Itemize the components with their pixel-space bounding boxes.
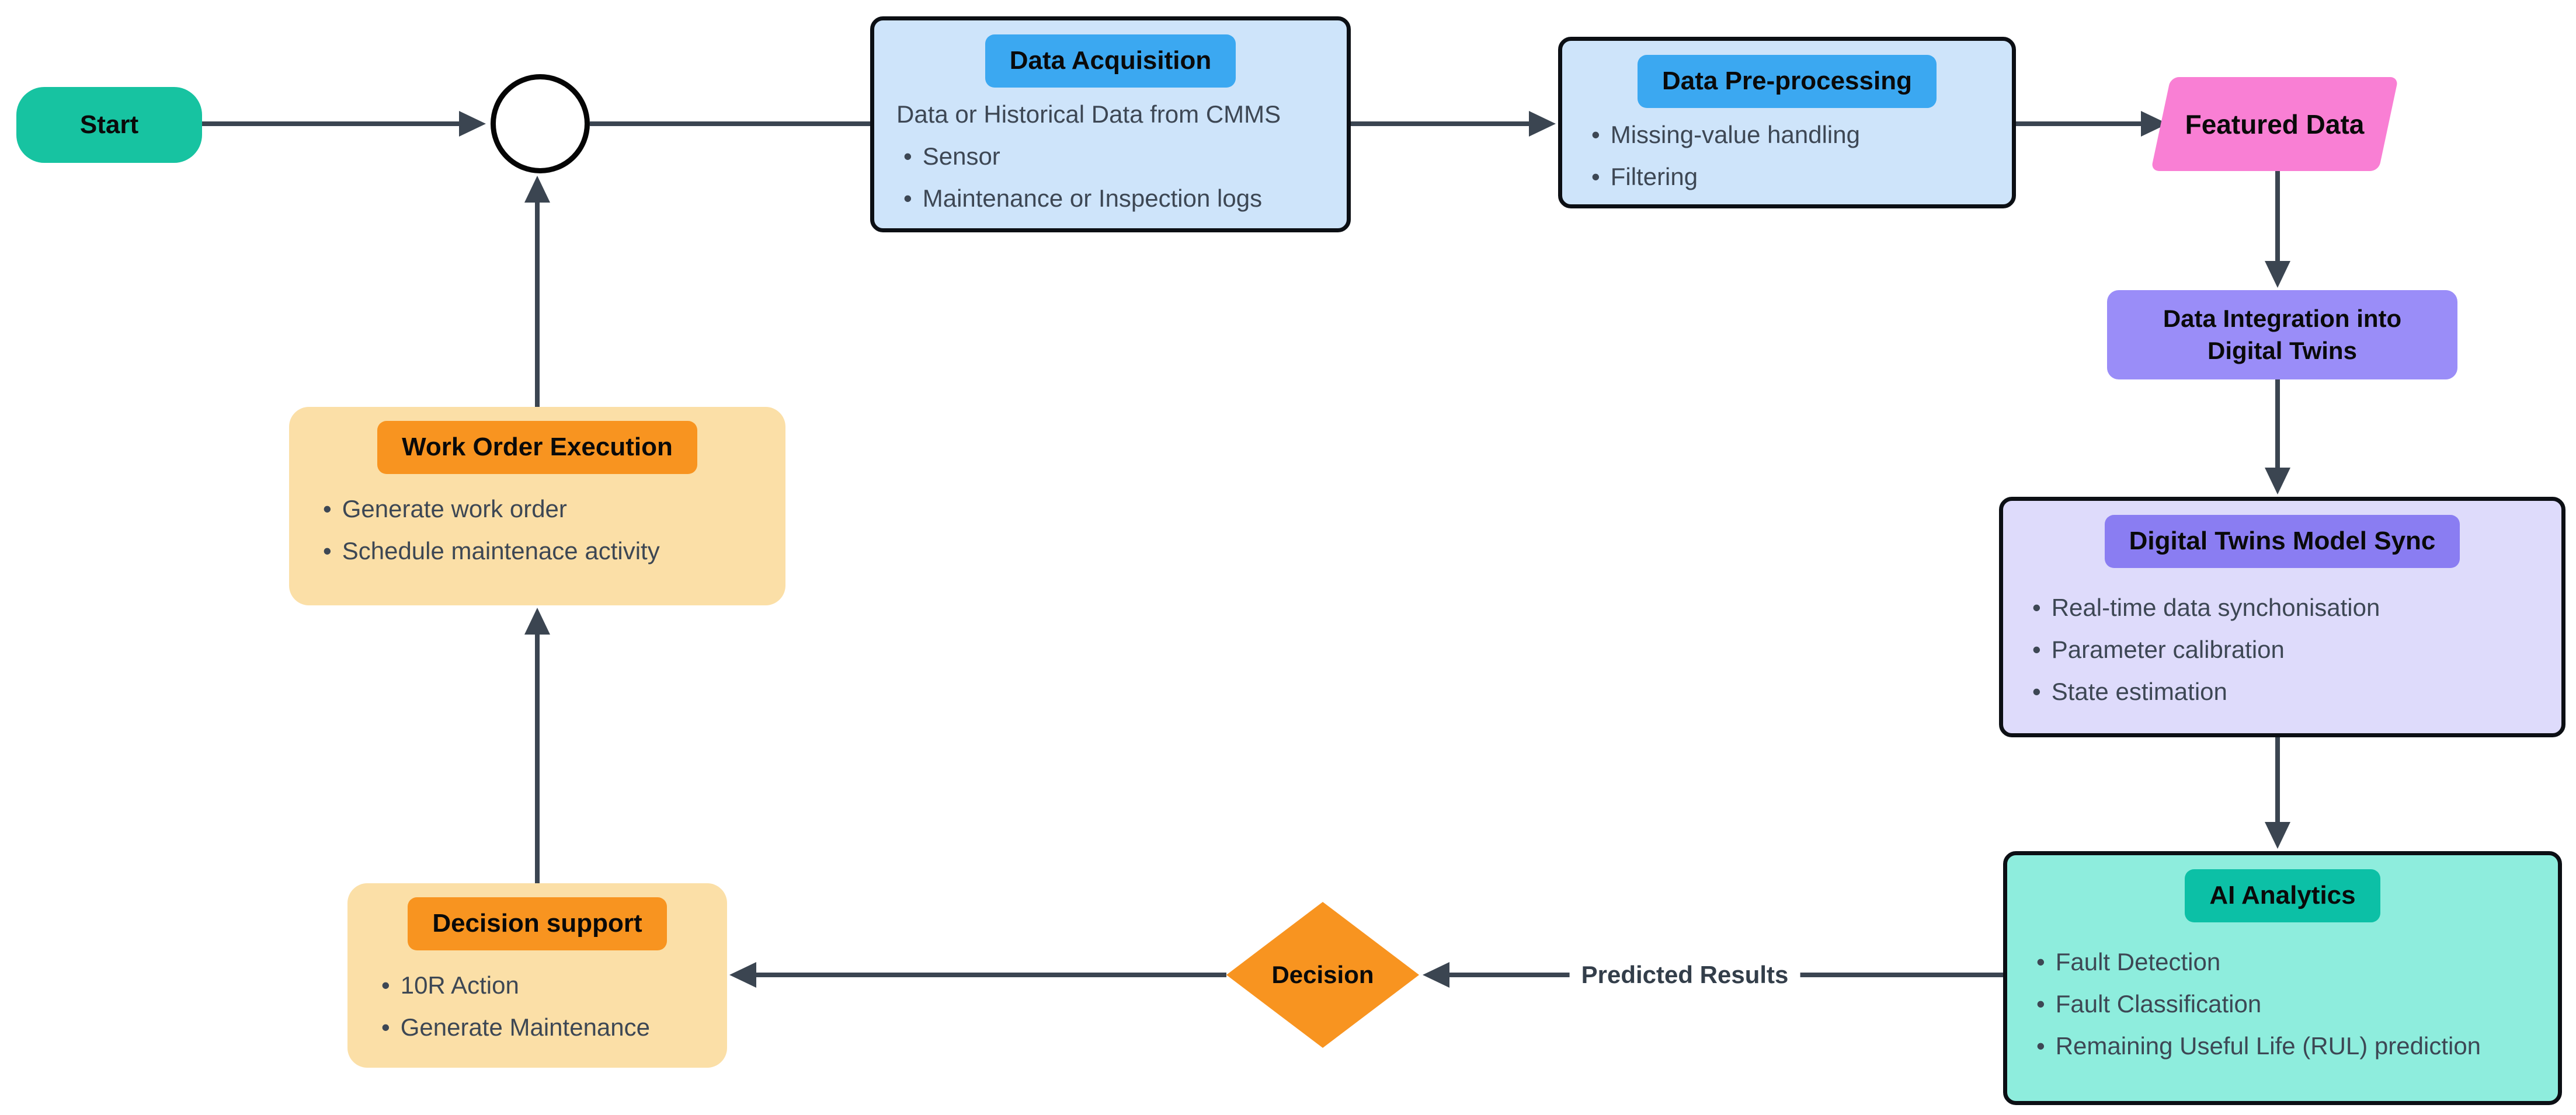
bullet-item: Fault Detection [2029, 941, 2536, 983]
arrowhead-decision-support [729, 962, 756, 988]
data-preprocessing-bullet-list: Missing-value handlingFiltering [1584, 114, 1990, 198]
model-sync-body: Real-time data synchonisationParameter c… [2003, 568, 2561, 713]
start-label: Start [79, 110, 139, 139]
node-digital-twins-model-sync: Digital Twins Model Sync Real-time data … [1999, 497, 2565, 737]
decision-support-title-badge: Decision support [408, 897, 667, 950]
bullet-item: Maintenance or Inspection logs [896, 177, 1324, 219]
data-acquisition-bullet-list: SensorMaintenance or Inspection logs [896, 135, 1324, 219]
node-data-preprocessing: Data Pre-processing Missing-value handli… [1558, 37, 2016, 208]
node-work-order-execution: Work Order Execution Generate work order… [289, 407, 785, 605]
bullet-item: 10R Action [374, 964, 705, 1006]
arrowhead-start-junction [459, 111, 486, 137]
ai-analytics-title-badge: AI Analytics [2185, 869, 2380, 922]
bullet-item: Schedule maintenace activity [316, 530, 763, 572]
node-start: Start [16, 87, 202, 163]
node-junction-circle [491, 74, 590, 173]
bullet-item: Fault Classification [2029, 983, 2536, 1025]
data-acquisition-title-badge: Data Acquisition [985, 34, 1236, 88]
decision-support-body: 10R ActionGenerate Maintenance [347, 950, 727, 1048]
arrowhead-ai-decision [1423, 962, 1449, 988]
bullet-item: Remaining Useful Life (RUL) prediction [2029, 1025, 2536, 1067]
bullet-item: Filtering [1584, 156, 1990, 198]
bullet-item: Generate Maintenance [374, 1006, 705, 1048]
data-acquisition-body: Data or Historical Data from CMMS Sensor… [874, 88, 1347, 219]
arrowhead-workorder-junction [524, 176, 550, 203]
node-data-integration: Data Integration into Digital Twins [2107, 290, 2457, 379]
decision-support-bullet-list: 10R ActionGenerate Maintenance [374, 964, 705, 1048]
work-order-bullet-list: Generate work orderSchedule maintenace a… [316, 488, 763, 572]
node-data-acquisition: Data Acquisition Data or Historical Data… [870, 16, 1351, 232]
node-ai-analytics: AI Analytics Fault DetectionFault Classi… [2003, 851, 2562, 1105]
bullet-item: Generate work order [316, 488, 763, 530]
arrowhead-modelsync-ai [2265, 822, 2290, 849]
bullet-item: Real-time data synchonisation [2025, 587, 2539, 629]
ai-analytics-body: Fault DetectionFault ClassificationRemai… [2007, 922, 2558, 1067]
bullet-item: Parameter calibration [2025, 629, 2539, 671]
bullet-item: Missing-value handling [1584, 114, 1990, 156]
arrowhead-featured-integration [2265, 261, 2290, 288]
work-order-title-badge: Work Order Execution [377, 421, 697, 474]
bullet-item: Sensor [896, 135, 1324, 177]
decision-label: Decision [1271, 961, 1374, 988]
ai-analytics-bullet-list: Fault DetectionFault ClassificationRemai… [2029, 941, 2536, 1067]
arrowhead-support-workorder [524, 608, 550, 635]
data-integration-label: Data Integration into Digital Twins [2163, 304, 2402, 364]
model-sync-title-badge: Digital Twins Model Sync [2104, 515, 2460, 568]
arrowhead-acquisition-preprocessing [1529, 111, 1556, 137]
arrowhead-integration-modelsync [2265, 468, 2290, 494]
edge-label-predicted-results: Predicted Results [1569, 959, 1800, 991]
bullet-item: State estimation [2025, 671, 2539, 713]
arrowhead-preprocessing-featured [2141, 111, 2168, 137]
featured-data-label: Featured Data [2185, 109, 2365, 140]
data-preprocessing-title-badge: Data Pre-processing [1638, 55, 1937, 108]
data-preprocessing-body: Missing-value handlingFiltering [1562, 108, 2012, 198]
node-decision-support: Decision support 10R ActionGenerate Main… [347, 883, 727, 1068]
data-acquisition-subtitle: Data or Historical Data from CMMS [896, 100, 1281, 128]
model-sync-bullet-list: Real-time data synchonisationParameter c… [2025, 587, 2539, 713]
work-order-body: Generate work orderSchedule maintenace a… [289, 474, 785, 572]
node-featured-data: Featured Data [2150, 77, 2399, 171]
